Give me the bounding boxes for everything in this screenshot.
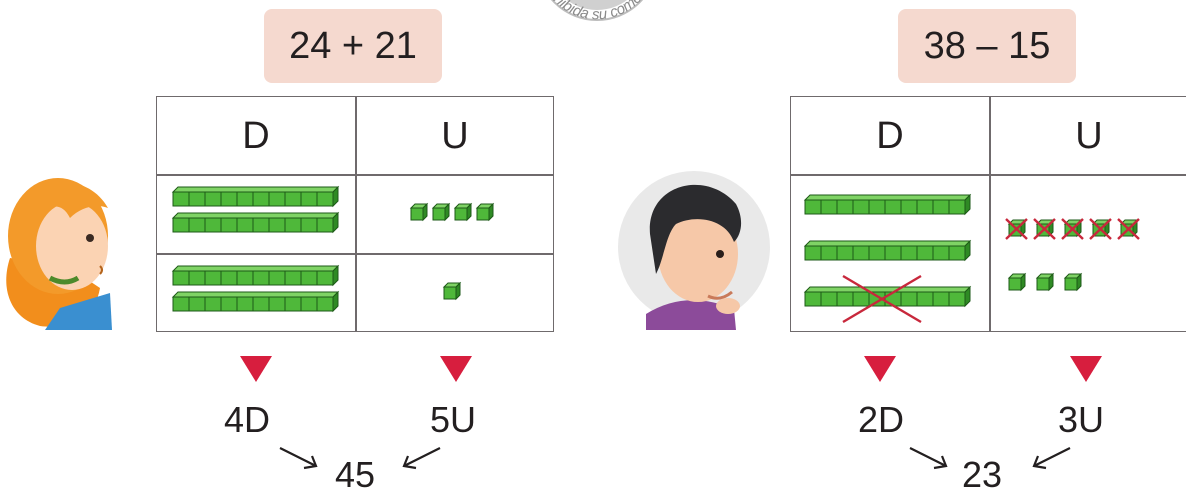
right-result-tens: 2D [858, 400, 904, 440]
left-units-arrow [440, 356, 472, 382]
left-row-1-ten-rod [173, 213, 338, 232]
left-header-units: U [357, 101, 553, 171]
left-row-2-unit-cube [444, 283, 460, 299]
left-tens-arrow [240, 356, 272, 382]
left-header-tens: D [157, 101, 355, 171]
right-unit-cube [1037, 274, 1053, 290]
left-row-1-ten-rod [173, 187, 338, 206]
right-header-units: U [991, 101, 1186, 171]
right-result-units: 3U [1058, 400, 1104, 440]
right-join-arrows [900, 440, 1080, 480]
boy-illustration [616, 164, 772, 330]
right-ten-rod [805, 195, 970, 214]
left-row-1-unit-cube [411, 204, 427, 220]
right-tens-arrow [864, 356, 896, 382]
right-unit-cube [1065, 274, 1081, 290]
right-units-arrow [1070, 356, 1102, 382]
left-row-1-unit-cube [477, 204, 493, 220]
right-body [791, 176, 1186, 331]
left-join-arrows [270, 440, 450, 480]
right-operation: 38 – 15 [898, 9, 1076, 83]
left-result-tens: 4D [224, 400, 270, 440]
left-operation: 24 + 21 [264, 9, 442, 83]
girl-illustration [0, 168, 118, 330]
right-header-tens: D [791, 101, 989, 171]
left-row-1 [157, 176, 553, 253]
right-place-value-table: D U [790, 96, 1186, 332]
right-ten-rod [805, 241, 970, 260]
left-result-units: 5U [430, 400, 476, 440]
left-row-1-unit-cube [433, 204, 449, 220]
left-row-2 [157, 255, 553, 331]
left-row-1-unit-cube [455, 204, 471, 220]
watermark-stamp: prohibida su comercialización [512, 0, 682, 50]
right-unit-cube [1009, 274, 1025, 290]
left-row-2-ten-rod [173, 266, 338, 285]
left-place-value-table: D U [156, 96, 554, 332]
left-row-2-ten-rod [173, 292, 338, 311]
